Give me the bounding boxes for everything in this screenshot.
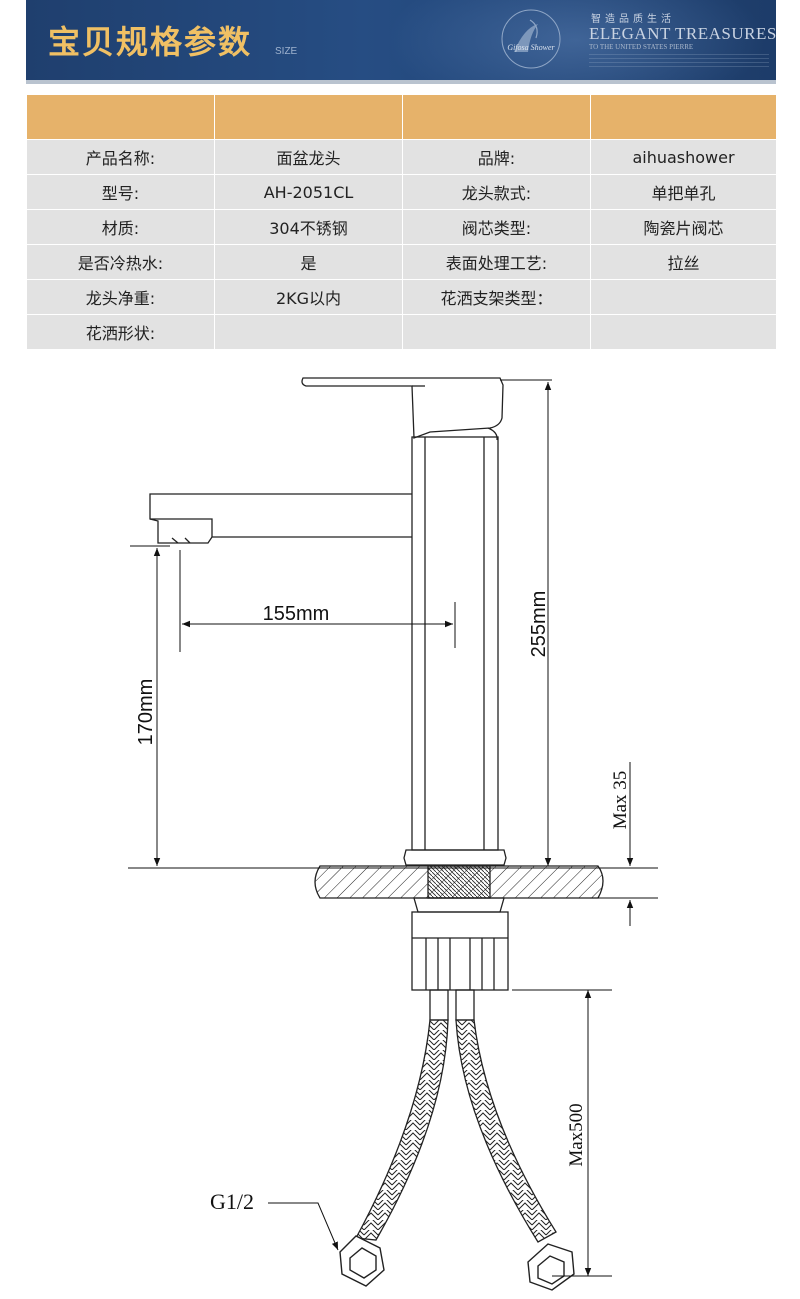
spec-label: 产品名称: (26, 139, 215, 175)
spec-row: 型号: AH-2051CL 龙头款式: 单把单孔 (26, 174, 777, 210)
spec-label: 表面处理工艺: (402, 244, 591, 280)
dimension-total-height: 255mm (528, 591, 550, 658)
spec-label: 品牌: (402, 139, 591, 175)
slogan-en: ELEGANT TREASURES (589, 24, 776, 43)
spec-value: 陶瓷片阀芯 (590, 209, 777, 245)
spec-row: 是否冷热水: 是 表面处理工艺: 拉丝 (26, 244, 777, 280)
dimension-spout-reach: 155mm (263, 603, 330, 625)
spec-label (402, 314, 591, 350)
spec-value: aihuashower (590, 139, 777, 175)
spec-value: 拉丝 (590, 244, 777, 280)
dimension-max-thickness: Max 35 (610, 771, 631, 830)
dimension-lines (128, 379, 658, 1277)
header-cell (26, 94, 215, 140)
spec-label: 花洒支架类型： (402, 279, 591, 315)
spec-row: 龙头净重: 2KG以内 花洒支架类型： (26, 279, 777, 315)
spec-table: 产品名称: 面盆龙头 品牌: aihuashower 型号: AH-2051CL… (26, 94, 777, 350)
spec-value: 面盆龙头 (214, 139, 403, 175)
spec-value: 单把单孔 (590, 174, 777, 210)
faucet-outline (149, 377, 604, 1021)
spec-value (214, 314, 403, 350)
dimension-hose-length: Max500 (566, 1103, 587, 1166)
spec-label: 是否冷热水: (26, 244, 215, 280)
spec-value (590, 314, 777, 350)
spec-table-header (26, 94, 777, 140)
spec-value: AH-2051CL (214, 174, 403, 210)
slogan-cn: 智造品质生活 (591, 14, 675, 25)
page-title: 宝贝规格参数 (48, 23, 253, 61)
spec-label: 型号: (26, 174, 215, 210)
spec-label: 材质: (26, 209, 215, 245)
spec-row: 材质: 304不锈钢 阀芯类型: 陶瓷片阀芯 (26, 209, 777, 245)
header-cell (214, 94, 403, 140)
spec-label: 龙头款式: (402, 174, 591, 210)
brand-logo: Gifosa Shower (501, 9, 561, 69)
spec-row: 产品名称: 面盆龙头 品牌: aihuashower (26, 139, 777, 175)
brand-logo-text: Gifosa Shower (507, 43, 555, 52)
spec-label: 龙头净重: (26, 279, 215, 315)
page-subtitle: SIZE (275, 46, 298, 57)
spec-label: 阀芯类型: (402, 209, 591, 245)
banner-divider (26, 80, 776, 84)
spec-value (590, 279, 777, 315)
faucet-technical-drawing: 155mm 170mm 255mm Max 35 Max500 G1/2 (128, 377, 658, 1291)
spec-label: 花洒形状: (26, 314, 215, 350)
banner-sheen (386, 0, 766, 80)
header-cell (402, 94, 591, 140)
slogan-sub: TO THE UNITED STATES PIERRE (589, 43, 694, 51)
header-cell (590, 94, 777, 140)
dimension-thread-size: G1/2 (210, 1189, 254, 1214)
dimension-spout-height: 170mm (135, 679, 157, 746)
spec-value: 2KG以内 (214, 279, 403, 315)
spec-value: 304不锈钢 (214, 209, 403, 245)
header-banner: 宝贝规格参数 SIZE Gifosa Shower 智造品质生活 ELEGANT… (26, 0, 776, 80)
spec-value: 是 (214, 244, 403, 280)
braided-hoses (339, 1019, 575, 1291)
spec-row: 花洒形状: (26, 314, 777, 350)
banner-fine-print (589, 54, 769, 68)
